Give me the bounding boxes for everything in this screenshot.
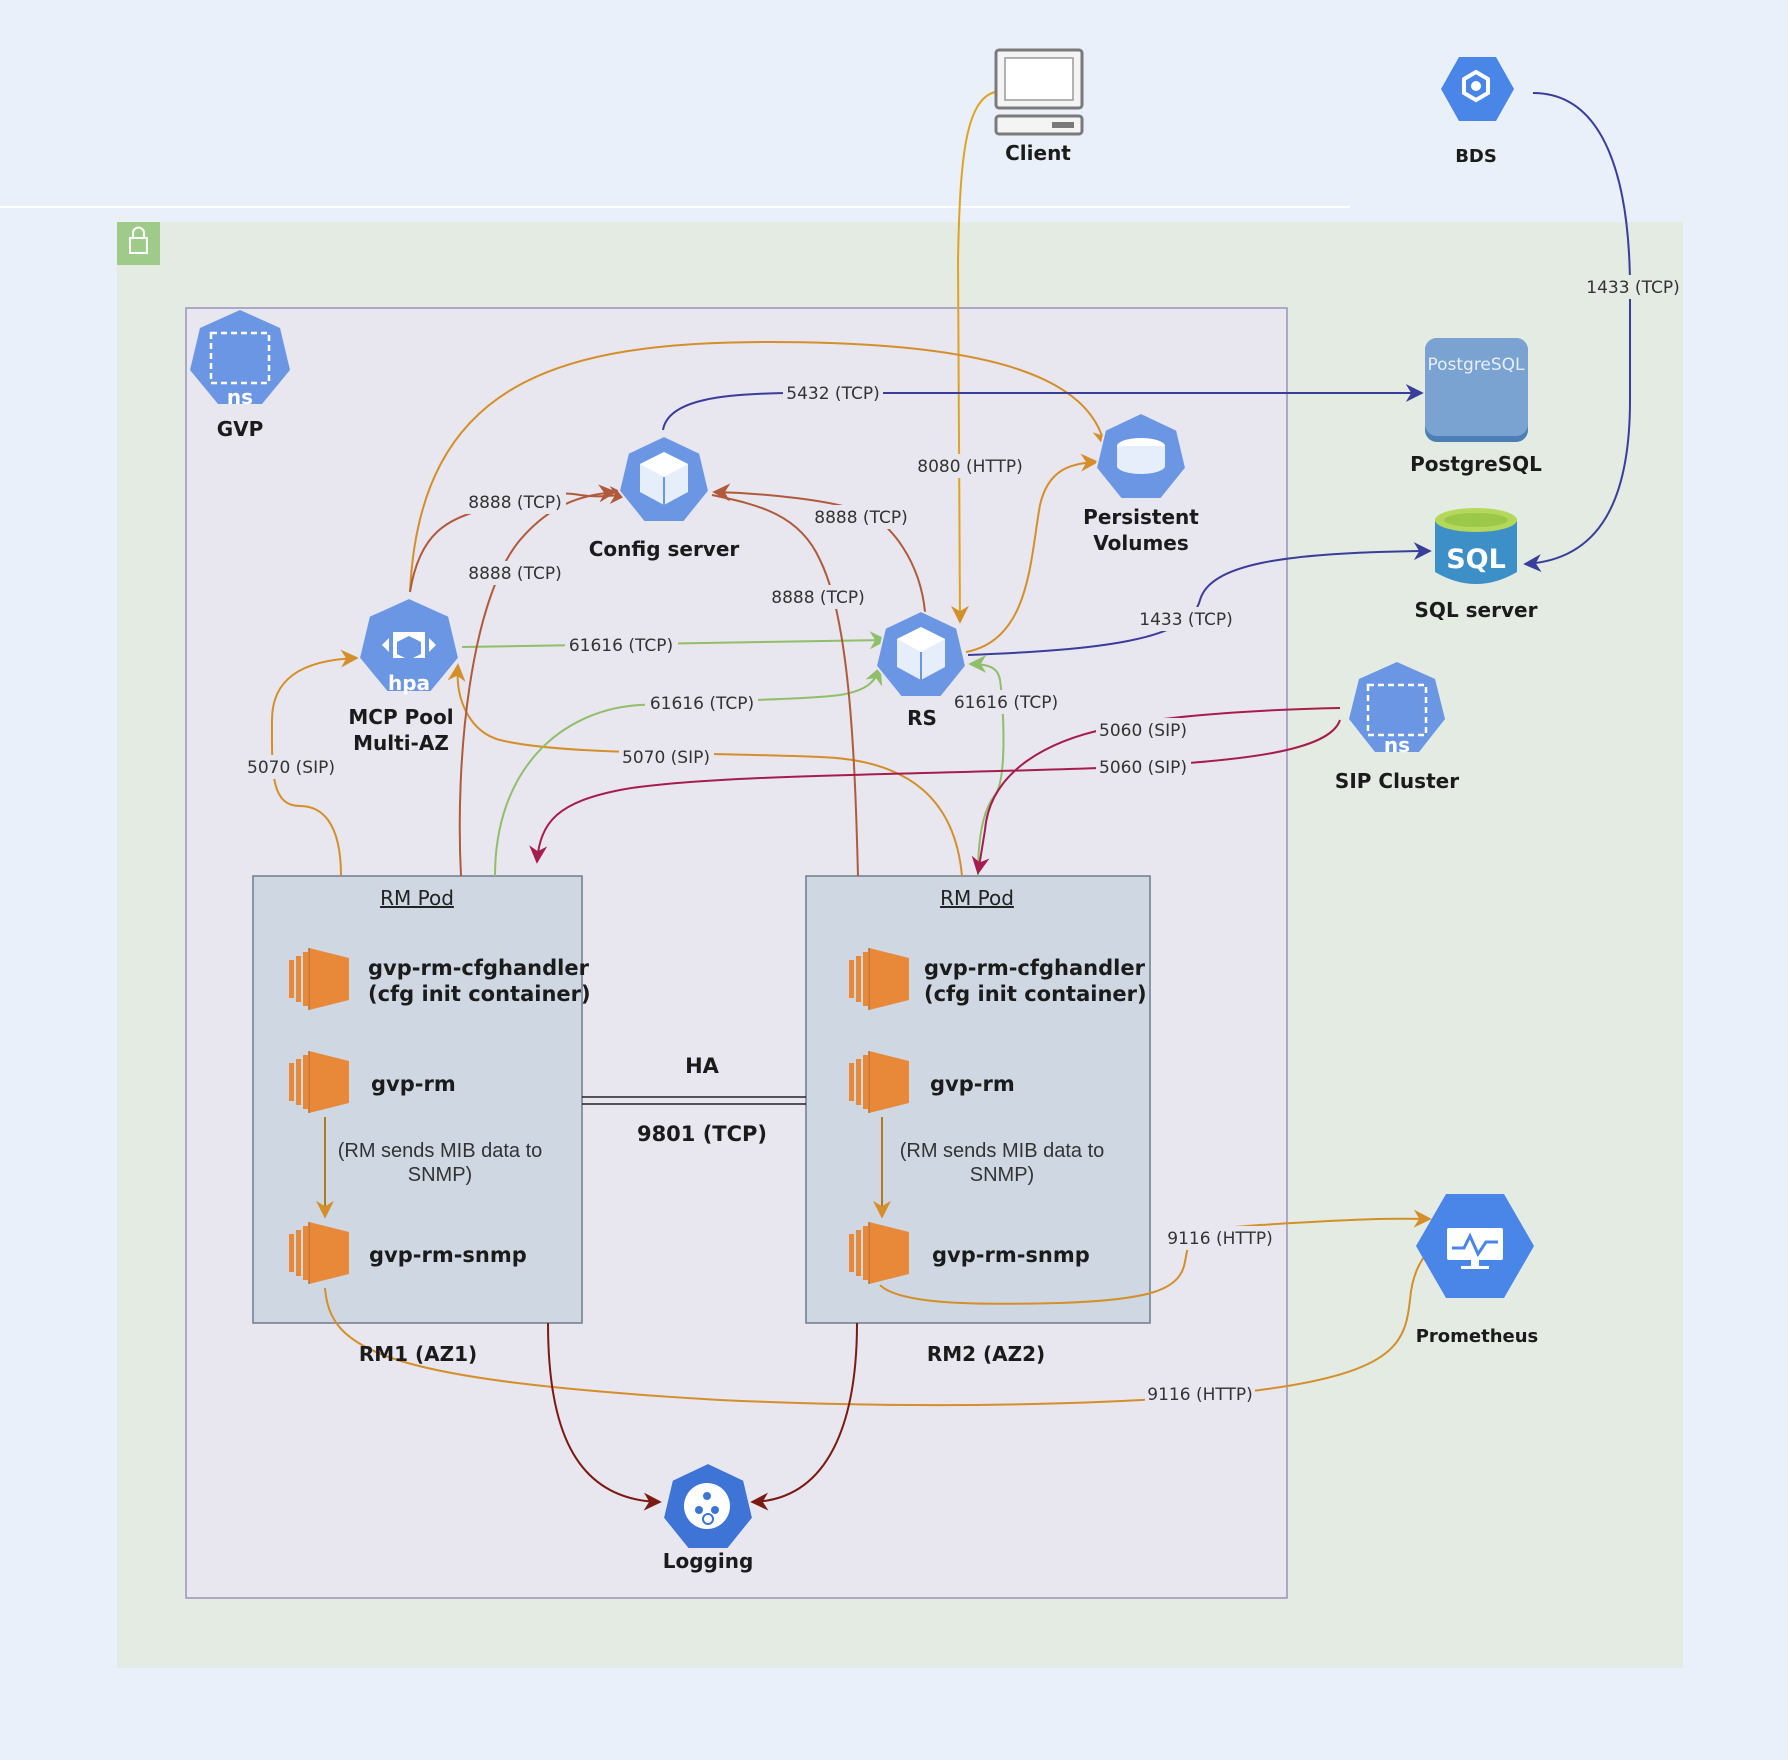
config-server-icon bbox=[617, 434, 711, 523]
edge-label-rm1-config: 8888 (TCP) bbox=[468, 564, 561, 584]
ha-port-label: 9801 (TCP) bbox=[637, 1122, 767, 1146]
lock-icon bbox=[117, 222, 160, 265]
sip-cluster-label: SIP Cluster bbox=[1335, 769, 1459, 793]
edge-rs-pv bbox=[965, 453, 1099, 653]
gvp-rm-snmp-container-icon bbox=[848, 1221, 910, 1285]
edge-label-rm2-config: 8888 (TCP) bbox=[771, 588, 864, 608]
edge-label-sip-rm2: 5060 (SIP) bbox=[1099, 721, 1187, 741]
gvp-rm-container-icon bbox=[848, 1050, 910, 1114]
sip-cluster-ns-icon: ns bbox=[1349, 662, 1445, 757]
edge-rm1-prometheus bbox=[324, 1249, 1431, 1407]
rm-pod-1-title: RM Pod bbox=[380, 886, 454, 910]
rm-pod-2-title: RM Pod bbox=[940, 886, 1014, 910]
client-icon bbox=[994, 48, 1084, 136]
edge-label-rs-config: 8888 (TCP) bbox=[814, 508, 907, 528]
edge-label-rm1-rs: 61616 (TCP) bbox=[650, 694, 754, 714]
edge-label-rm2-mcp: 5070 (SIP) bbox=[622, 748, 710, 768]
mcp-pool-label-2: Multi-AZ bbox=[353, 731, 449, 755]
mcp-pool-label-1: MCP Pool bbox=[348, 705, 453, 729]
edge-rm2-rs bbox=[968, 655, 1005, 877]
edge-label-mcp-config: 8888 (TCP) bbox=[468, 493, 561, 513]
edge-label-rm2-rs: 61616 (TCP) bbox=[954, 693, 1058, 713]
config-server-label: Config server bbox=[589, 537, 740, 561]
edge-label-bds-sql: 1433 (TCP) bbox=[1586, 278, 1679, 298]
rm2-cfghandler-label-1: gvp-rm-cfghandler bbox=[924, 956, 1146, 980]
edge-rm2-config bbox=[711, 494, 859, 877]
rm1-gvp-rm-label: gvp-rm bbox=[371, 1072, 456, 1096]
edge-mcp-pv bbox=[409, 340, 1111, 593]
sql-server-icon: SQL bbox=[1435, 508, 1517, 584]
rm1-cfghandler-label-1: gvp-rm-cfghandler bbox=[368, 956, 590, 980]
edge-label-rm1-prometheus: 9116 (HTTP) bbox=[1147, 1385, 1252, 1405]
sip-ns-badge: ns bbox=[1384, 733, 1410, 757]
rm1-note-line-2: SNMP) bbox=[408, 1164, 472, 1186]
edge-label-config-postgres: 5432 (TCP) bbox=[786, 384, 879, 404]
ha-label: HA bbox=[685, 1054, 720, 1078]
edge-rs-sql bbox=[967, 542, 1432, 656]
sql-icon-text: SQL bbox=[1446, 544, 1506, 575]
gvp-ns-icon: ns bbox=[190, 310, 290, 409]
rm1-note-line-1: (RM sends MIB data to bbox=[338, 1140, 543, 1162]
persistent-volumes-label-2: Volumes bbox=[1093, 531, 1189, 555]
rm1-snmp-label: gvp-rm-snmp bbox=[369, 1243, 527, 1267]
edge-label-sip-rm1: 5060 (SIP) bbox=[1099, 758, 1187, 778]
edge-label-rm1-mcp: 5070 (SIP) bbox=[247, 758, 335, 778]
persistent-volumes-label-1: Persistent bbox=[1083, 505, 1199, 529]
client-label: Client bbox=[1005, 141, 1071, 165]
edge-labels: 1433 (TCP) 5432 (TCP) 8080 (HTTP) 8888 (… bbox=[244, 275, 1682, 1406]
mcp-pool-hpa-icon: hpa bbox=[357, 596, 461, 695]
edge-rm2-prometheus bbox=[879, 1209, 1432, 1305]
bds-label: BDS bbox=[1455, 146, 1497, 167]
edge-client-rs bbox=[950, 91, 996, 624]
ha-link bbox=[582, 1096, 806, 1105]
gvp-label: GVP bbox=[217, 417, 264, 441]
edge-rm1-logging bbox=[547, 1322, 662, 1511]
rs-label: RS bbox=[907, 706, 937, 730]
prometheus-label: Prometheus bbox=[1416, 1326, 1539, 1347]
gvp-rm-container-icon bbox=[288, 1050, 350, 1114]
postgresql-label: PostgreSQL bbox=[1410, 452, 1542, 476]
persistent-volumes-icon bbox=[1094, 411, 1188, 500]
rm2-cfghandler-label-2: (cfg init container) bbox=[924, 982, 1147, 1006]
postgresql-icon: PostgreSQL bbox=[1425, 338, 1528, 442]
cfghandler-container-icon bbox=[848, 947, 910, 1011]
rs-icon bbox=[874, 609, 968, 698]
logging-label: Logging bbox=[663, 1549, 754, 1573]
hpa-badge: hpa bbox=[388, 671, 430, 695]
edge-label-mcp-rs: 61616 (TCP) bbox=[569, 636, 673, 656]
edge-label-rs-sql: 1433 (TCP) bbox=[1139, 610, 1232, 630]
gvp-ns-badge: ns bbox=[227, 385, 253, 409]
sql-server-label: SQL server bbox=[1415, 598, 1538, 622]
rm2-note-line-1: (RM sends MIB data to bbox=[900, 1140, 1105, 1162]
rm2-note-line-2: SNMP) bbox=[970, 1164, 1034, 1186]
rm-pod-1: RM Pod gvp-rm-cfghandler (cfg init conta… bbox=[288, 886, 591, 1285]
bds-icon bbox=[1441, 57, 1514, 121]
postgresql-icon-text: PostgreSQL bbox=[1427, 355, 1525, 375]
edge-label-client-rs: 8080 (HTTP) bbox=[917, 457, 1022, 477]
rm1-cfghandler-label-2: (cfg init container) bbox=[368, 982, 591, 1006]
gvp-rm-snmp-container-icon bbox=[288, 1221, 350, 1285]
rm2-zone-label: RM2 (AZ2) bbox=[927, 1342, 1045, 1366]
edge-sip-rm1 bbox=[529, 719, 1341, 864]
edge-rm2-logging bbox=[750, 1322, 858, 1511]
logging-icon bbox=[661, 1461, 755, 1550]
rm2-gvp-rm-label: gvp-rm bbox=[930, 1072, 1015, 1096]
edge-label-rm2-prometheus: 9116 (HTTP) bbox=[1167, 1229, 1272, 1249]
rm1-zone-label: RM1 (AZ1) bbox=[359, 1342, 477, 1366]
prometheus-icon bbox=[1416, 1194, 1534, 1298]
rm-pod-2: RM Pod gvp-rm-cfghandler (cfg init conta… bbox=[848, 886, 1147, 1285]
cfghandler-container-icon bbox=[288, 947, 350, 1011]
rm2-snmp-label: gvp-rm-snmp bbox=[932, 1243, 1090, 1267]
